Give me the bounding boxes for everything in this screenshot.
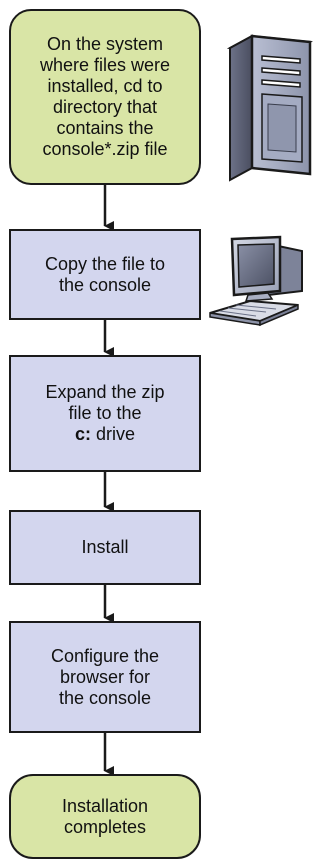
drive-letter: c: (74, 424, 91, 444)
step-start-node: On the system where files were installed… (9, 9, 201, 185)
step-expand-node: Expand the zip file to the c: drive (9, 355, 201, 472)
step-end-line-1: Installation (61, 795, 149, 816)
step-expand-line-1: Expand the zip (45, 382, 165, 402)
step-start-line-5: contains the (56, 118, 154, 138)
step-install-node: Install (9, 510, 201, 585)
step-end-node: Installation completes (9, 774, 201, 859)
step-expand-line-2: file to the (68, 403, 142, 423)
step-install-line-1: Install (81, 537, 129, 557)
step-configure-line-3: the console (58, 687, 152, 708)
step-start-line-3: installed, cd to (47, 76, 163, 96)
desktop-computer-icon (209, 235, 303, 327)
step-start-line-6: console*.zip file (42, 139, 168, 159)
step-expand-line-3: c: drive (45, 424, 164, 445)
step-configure-line-2: browser for (59, 666, 150, 687)
step-start-line-2: where files were (39, 55, 171, 75)
step-end-line-2: completes (63, 816, 147, 837)
step-start-line-4: directory that (52, 97, 158, 117)
server-tower-icon (226, 34, 313, 182)
step-configure-node: Configure the browser for the console (9, 621, 201, 733)
step-start-line-1: On the system (46, 34, 164, 54)
drive-suffix: drive (91, 424, 136, 444)
step-configure-line-1: Configure the (50, 645, 160, 666)
step-copy-line-1: Copy the file to (44, 253, 166, 274)
step-copy-node: Copy the file to the console (9, 229, 201, 320)
step-copy-line-2: the console (58, 274, 152, 295)
